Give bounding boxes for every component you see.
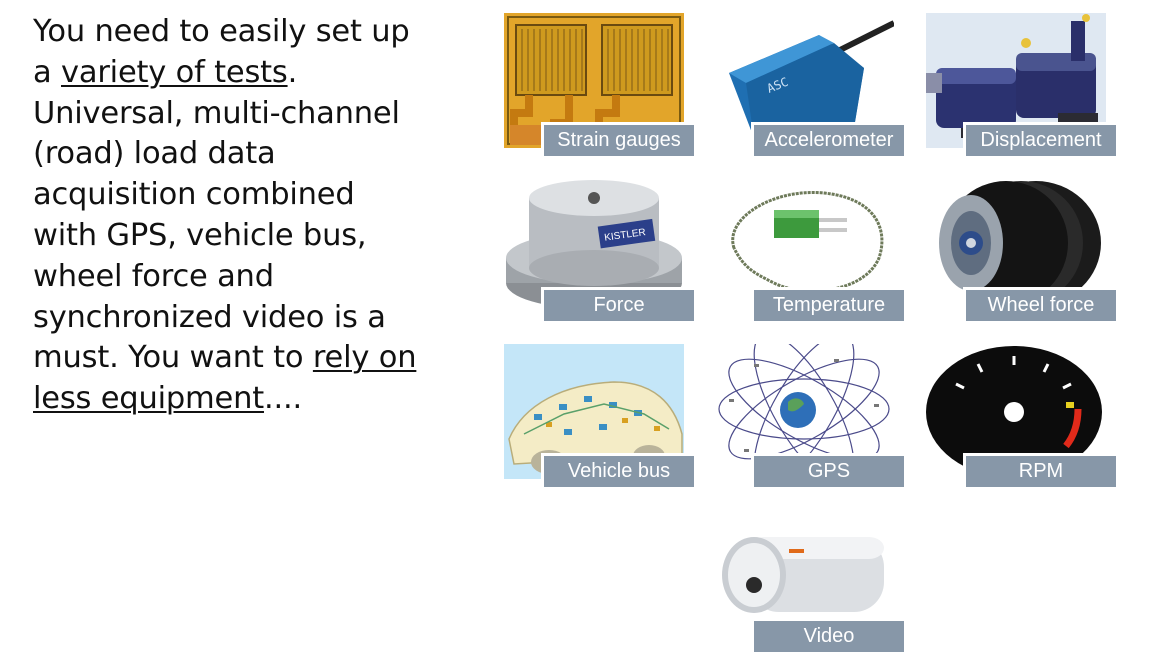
tile-vehicle-bus: Vehicle bus <box>504 344 694 489</box>
label-temperature: Temperature <box>754 290 904 321</box>
intro-underlined-variety: variety of tests <box>61 54 288 90</box>
intro-part: You need to easily set up a <box>33 14 410 90</box>
label-strain-gauges: Strain gauges <box>544 125 694 156</box>
intro-text: You need to easily set up a variety of t… <box>33 12 423 420</box>
label-vehicle-bus: Vehicle bus <box>544 456 694 487</box>
intro-part: . Universal, multi-channel (road) load d… <box>33 54 400 376</box>
label-accelerometer: Accelerometer <box>754 125 904 156</box>
label-wheel-force: Wheel force <box>966 290 1116 321</box>
rpm-gauge-image <box>926 344 1106 479</box>
label-gps: GPS <box>754 456 904 487</box>
tile-temperature: Temperature <box>714 178 904 323</box>
intro-underlined-equipment: rely on less equipment <box>33 340 417 417</box>
label-force: Force <box>544 290 694 321</box>
tile-wheel-force: Wheel force <box>926 178 1116 323</box>
label-video: Video <box>754 621 904 652</box>
tile-gps: GPS <box>714 344 904 489</box>
label-displacement: Displacement <box>966 125 1116 156</box>
intro-part: .... <box>263 381 302 417</box>
tile-video: Video <box>714 509 904 654</box>
tile-force: KISTLER Force <box>504 178 694 323</box>
label-rpm: RPM <box>966 456 1116 487</box>
tile-accelerometer: ASC Accelerometer <box>714 13 904 158</box>
tile-displacement: Displacement <box>926 13 1116 158</box>
tile-strain-gauges: Strain gauges <box>504 13 694 158</box>
tile-rpm: RPM <box>926 344 1116 489</box>
